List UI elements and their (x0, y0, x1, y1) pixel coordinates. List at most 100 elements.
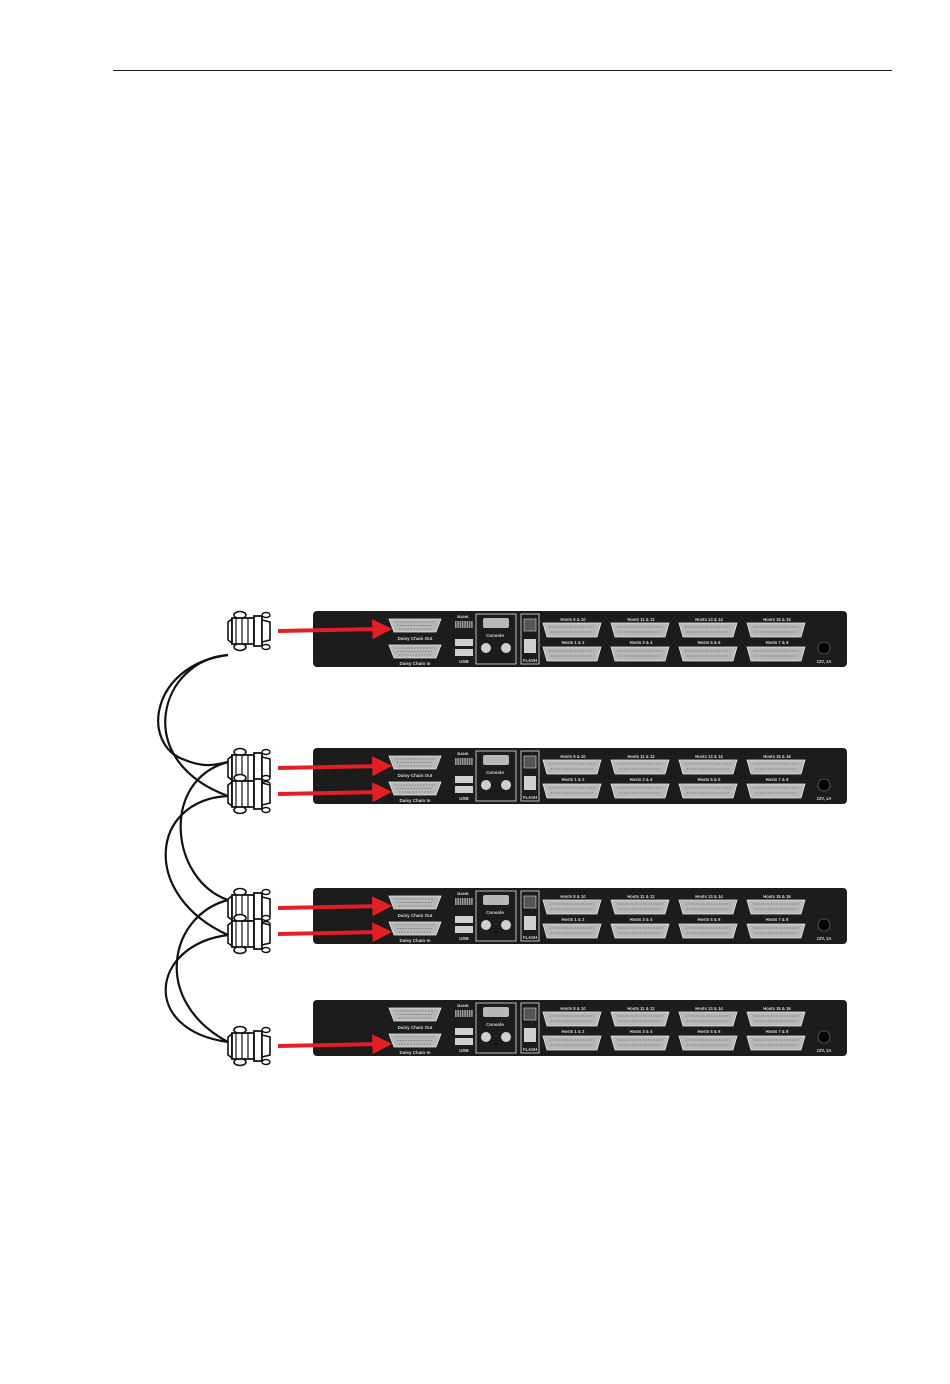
cable-3 (164, 933, 229, 1044)
hosts-top-label: Hosts 15 & 16 (763, 894, 791, 899)
bank-switch (466, 758, 469, 765)
daisy-chain-out-port (388, 618, 442, 633)
bank-switch (464, 621, 466, 628)
flash-switch (523, 1007, 537, 1021)
host-port-top (610, 622, 670, 638)
host-port-bottom (542, 1035, 602, 1051)
console-frame (475, 613, 517, 665)
hosts-top-label: Hosts 13 & 14 (695, 894, 723, 899)
hosts-top-label: Hosts 11 & 12 (627, 894, 655, 899)
hosts-bottom-label: Hosts 1 & 2 (562, 777, 585, 782)
host-port-top (678, 899, 738, 915)
host-port-bottom (746, 923, 806, 939)
cable-group (157, 653, 229, 1044)
console-port (483, 755, 509, 765)
bank-switch (455, 1010, 457, 1017)
cable-1 (157, 653, 229, 767)
host-port-top (542, 899, 602, 915)
cable-1b (164, 653, 229, 798)
hosts-bottom-label: Hosts 3 & 4 (630, 1029, 653, 1034)
host-port-bottom (746, 783, 806, 799)
bank-switch (459, 758, 462, 765)
console-label: Console (486, 633, 504, 638)
bank-switch (471, 1010, 473, 1017)
daisy-chain-out-label: Daisy Chain Out (398, 636, 433, 641)
host-port-bottom (746, 1035, 806, 1051)
daisy-chain-in-label: Daisy Chain In (399, 938, 430, 943)
flash-port (524, 1028, 536, 1042)
ps2-port (501, 780, 511, 790)
host-port-top (746, 899, 806, 915)
connection-arrow (277, 896, 393, 917)
host-port-top (610, 899, 670, 915)
flash-frame (520, 613, 540, 665)
console-label: Console (486, 910, 504, 915)
host-port-bottom (678, 923, 738, 939)
daisy-chain-out-label: Daisy Chain Out (398, 773, 433, 778)
cable-3b (175, 898, 229, 1043)
daisy-chain-in-label: Daisy Chain In (399, 798, 430, 803)
bank-switch (464, 758, 466, 765)
power-label: 12V, 1A (817, 1048, 832, 1053)
hosts-top-label: Hosts 9 & 10 (560, 894, 586, 899)
host-port-top (678, 759, 738, 775)
hosts-bottom-label: Hosts 5 & 6 (698, 917, 721, 922)
host-port-top (678, 1011, 738, 1027)
bank-label: BANK (457, 614, 469, 619)
usb-label: USB (459, 659, 469, 664)
daisy-chain-in-port (388, 644, 442, 659)
hosts-bottom-label: Hosts 7 & 8 (766, 917, 789, 922)
hosts-bottom-label: Hosts 3 & 4 (630, 917, 653, 922)
ps2-port (481, 780, 491, 790)
bank-switch (457, 758, 459, 765)
ps2-port (501, 1032, 511, 1042)
hosts-bottom-label: Hosts 7 & 8 (766, 640, 789, 645)
power-label: 12V, 1A (817, 796, 832, 801)
ps2-port (501, 920, 511, 930)
cable-connector (227, 610, 271, 652)
ps2-port (481, 643, 491, 653)
daisy-chain-in-label: Daisy Chain In (399, 1050, 430, 1055)
bank-switch (461, 898, 464, 905)
hosts-bottom-label: Hosts 7 & 8 (766, 777, 789, 782)
flash-label: FLASH (523, 1047, 537, 1052)
daisy-chain-in-port (388, 921, 442, 936)
cable-connector (227, 913, 271, 955)
bank-switch (457, 1010, 459, 1017)
hosts-top-label: Hosts 15 & 16 (763, 617, 791, 622)
hosts-bottom-label: Hosts 5 & 6 (698, 1029, 721, 1034)
hosts-top-label: Hosts 13 & 14 (695, 754, 723, 759)
console-frame (475, 1002, 517, 1054)
console-frame (475, 750, 517, 802)
usb-port (455, 639, 473, 646)
flash-port (524, 916, 536, 930)
cable-connector (227, 1025, 271, 1067)
daisy-chain-in-port (388, 781, 442, 796)
host-port-bottom (746, 646, 806, 662)
flash-frame (520, 890, 540, 942)
console-port (483, 618, 509, 628)
cable-2 (164, 794, 229, 937)
usb-port (455, 926, 473, 933)
daisy-chain-out-port (388, 895, 442, 910)
console-label: Console (486, 1022, 504, 1027)
bank-switch (459, 621, 462, 628)
hosts-bottom-label: Hosts 1 & 2 (562, 917, 585, 922)
bank-switch (464, 898, 466, 905)
usb-port (455, 786, 473, 793)
bank-label: BANK (457, 1003, 469, 1008)
connection-arrow (277, 922, 393, 943)
host-port-bottom (678, 1035, 738, 1051)
host-port-bottom (678, 646, 738, 662)
usb-label: USB (459, 796, 469, 801)
bank-switch (461, 758, 464, 765)
host-port-bottom (678, 783, 738, 799)
hosts-top-label: Hosts 13 & 14 (695, 617, 723, 622)
hosts-top-label: Hosts 9 & 10 (560, 617, 586, 622)
host-port-bottom (610, 783, 670, 799)
bank-switch (459, 1010, 462, 1017)
power-jack (817, 1030, 831, 1044)
host-port-top (746, 622, 806, 638)
